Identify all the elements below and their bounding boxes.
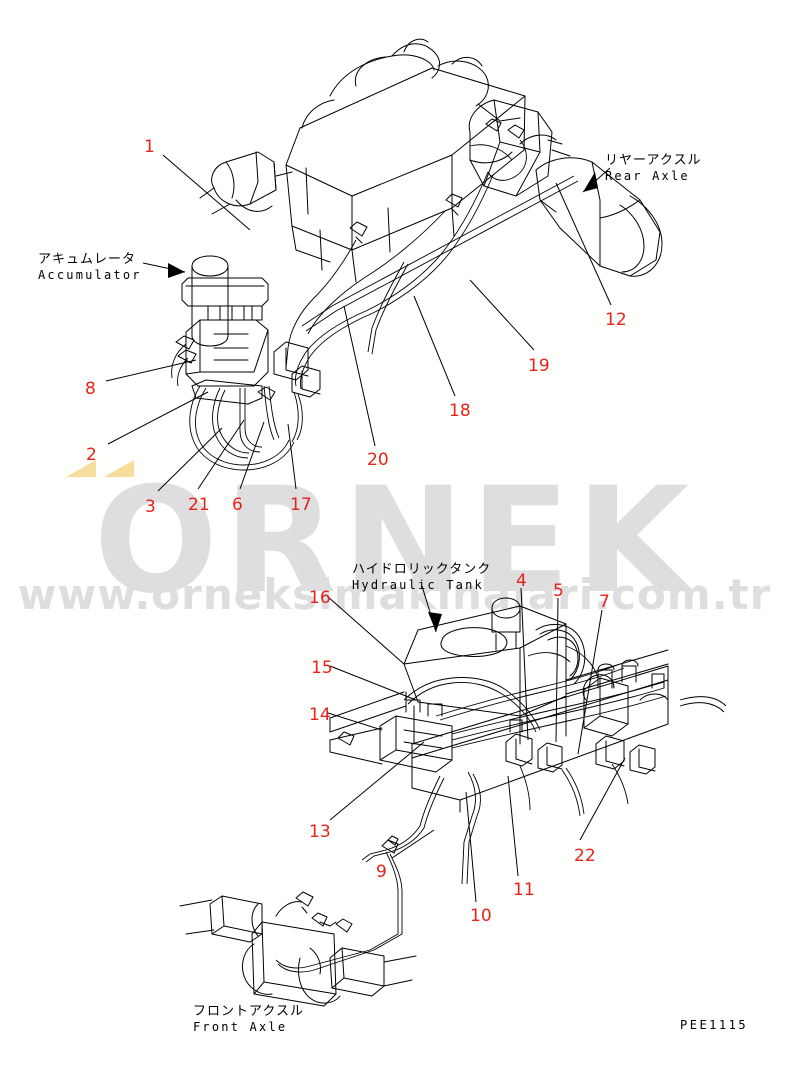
label-front-axle-en: Front Axle (193, 1020, 288, 1034)
callout-7: 7 (599, 592, 610, 612)
callout-6: 6 (232, 495, 243, 515)
engine-assembly (199, 38, 663, 283)
part-code: PEE1115 (680, 1018, 749, 1032)
label-accumulator-jp: アキュムレータ (38, 252, 137, 267)
label-rear-axle-en: Rear Axle (605, 169, 690, 183)
callout-11: 11 (513, 880, 535, 900)
callout-14: 14 (309, 705, 331, 725)
hydraulic-tank-assembly (329, 597, 669, 813)
label-rear-axle: リヤーアクスル Rear Axle (605, 149, 701, 183)
label-front-axle-jp: フロントアクスル (193, 1004, 304, 1019)
accumulator-assembly (175, 255, 321, 405)
callout-arrowheads (168, 172, 598, 632)
label-hydraulic-tank: ハイドロリックタンク Hydraulic Tank (352, 558, 491, 592)
label-hydraulic-tank-jp: ハイドロリックタンク (352, 562, 492, 577)
callout-22: 22 (574, 846, 596, 866)
callout-2: 2 (86, 445, 97, 465)
accumulator-hose-loops (171, 343, 303, 471)
callout-5: 5 (553, 581, 564, 601)
callout-9: 9 (376, 862, 387, 882)
callout-3: 3 (145, 497, 156, 517)
hose-fitting-detail (381, 835, 399, 854)
upper-hydraulic-lines (285, 139, 579, 390)
lower-hydraulic-lines (275, 645, 727, 973)
callout-4: 4 (516, 571, 527, 591)
front-axle-assembly (179, 891, 417, 1007)
label-front-axle: フロントアクスル Front Axle (193, 1000, 304, 1034)
callout-10: 10 (470, 906, 492, 926)
label-rear-axle-jp: リヤーアクスル (605, 153, 702, 168)
label-accumulator: アキュムレータ Accumulator (38, 248, 142, 282)
callout-18: 18 (449, 401, 471, 421)
callout-12: 12 (605, 310, 627, 330)
callout-8: 8 (85, 379, 96, 399)
callout-15: 15 (311, 658, 333, 678)
callout-1: 1 (144, 137, 155, 157)
callout-16: 16 (309, 588, 331, 608)
callout-leader-lines (105, 154, 626, 903)
callout-19: 19 (528, 356, 550, 376)
callout-13: 13 (309, 822, 331, 842)
callout-21: 21 (188, 495, 210, 515)
callout-20: 20 (367, 450, 389, 470)
label-accumulator-en: Accumulator (38, 268, 142, 282)
label-hydraulic-tank-en: Hydraulic Tank (352, 578, 484, 592)
callout-17: 17 (290, 495, 312, 515)
